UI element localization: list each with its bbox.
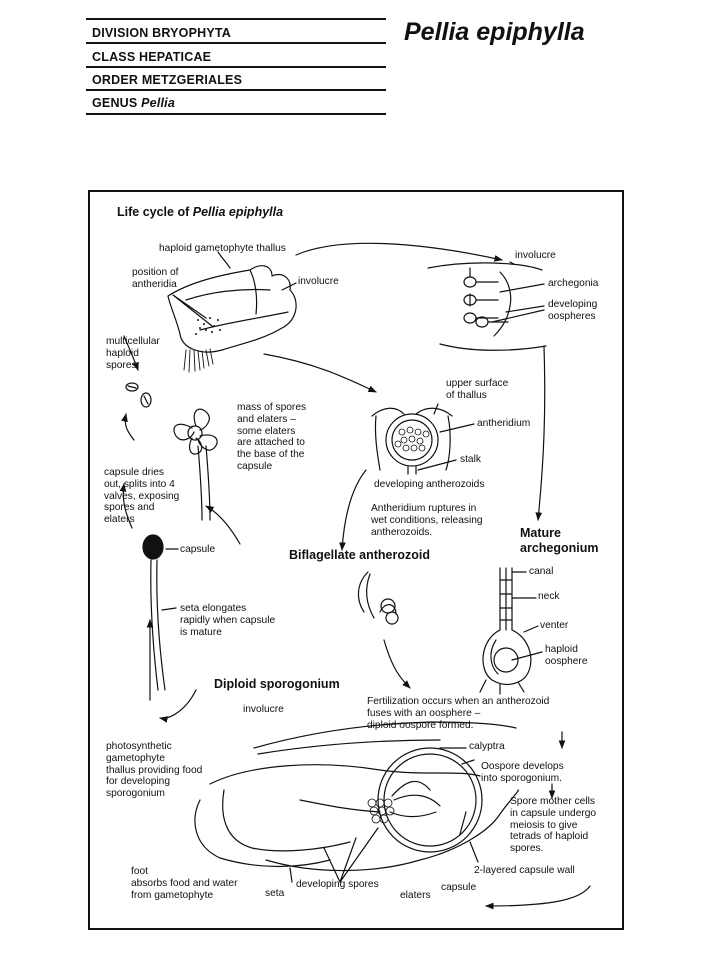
sporogonium-pointers	[289, 747, 479, 883]
label-elaters: elaters	[400, 890, 431, 901]
label-oospore-develops: Oospore develops into sporogonium.	[481, 761, 564, 784]
biflagellate-heading: Biflagellate antherozoid	[289, 548, 430, 562]
header-rule	[86, 113, 386, 115]
elater-fibres	[389, 780, 441, 818]
label-developing-antherozoids: developing antherozoids	[374, 479, 485, 490]
order-label: ORDER METZGERIALES	[92, 73, 243, 87]
label-haploid-thallus: haploid gametophyte thallus	[159, 243, 286, 254]
capsule-on-seta	[142, 534, 166, 691]
thallus-pointer	[217, 251, 231, 269]
header-rule	[86, 89, 386, 91]
archegonium-pointers	[511, 571, 543, 661]
mature-archegonium	[479, 567, 532, 695]
antheridia-pointer	[172, 294, 213, 327]
cycle-arrows	[119, 242, 591, 910]
spores	[125, 382, 152, 408]
label-venter: venter	[540, 620, 569, 631]
rhizoids	[183, 348, 214, 373]
label-seta: seta	[265, 888, 285, 899]
developing-spores-cluster	[367, 798, 395, 824]
label-position-antheridia: position of antheridia	[132, 267, 179, 290]
species-title: Pellia epiphylla	[404, 18, 585, 46]
antheridium-section	[371, 407, 453, 471]
antheridia-dots	[195, 317, 221, 335]
diploid-heading: Diploid sporogonium	[214, 677, 340, 691]
label-capsule-dries: capsule dries out, splits into 4 valves,…	[104, 467, 180, 526]
label-antheridium: antheridium	[477, 418, 531, 429]
label-canal: canal	[529, 566, 554, 577]
label-neck: neck	[538, 591, 560, 602]
mature-archegonium-heading: Mature archegonium	[520, 526, 599, 555]
antheridium-pointers	[417, 403, 475, 471]
class-label: CLASS HEPATICAE	[92, 50, 212, 64]
label-photosynthetic: photosynthetic gametophyte thallus provi…	[106, 741, 203, 800]
division-label: DIVISION BRYOPHYTA	[92, 26, 232, 40]
label-fertilization: Fertilization occurs when an antherozoid…	[367, 696, 550, 731]
header-rule	[86, 42, 386, 44]
header-rule	[86, 18, 386, 20]
label-involucre-bottom: involucre	[243, 704, 284, 715]
life-cycle-title: Life cycle of Pellia epiphylla	[117, 205, 284, 219]
label-upper-surface: upper surface of thallus	[446, 378, 509, 401]
label-involucre-top: involucre	[298, 276, 339, 287]
label-antheridium-ruptures: Antheridium ruptures in wet conditions, …	[371, 503, 483, 538]
label-capsule: capsule	[180, 544, 216, 555]
label-developing-oospheres: developing oospheres	[548, 299, 598, 322]
gametophyte-thallus	[167, 265, 297, 353]
label-developing-spores: developing spores	[296, 879, 379, 890]
dehisced-capsule	[173, 408, 218, 521]
archegonia-cluster	[427, 262, 547, 351]
label-seta-elongates: seta elongates rapidly when capsule is m…	[180, 603, 276, 638]
label-calyptra: calyptra	[469, 741, 505, 752]
label-involucre-right: involucre	[515, 250, 556, 261]
label-multicellular-spores: multicellular haploid spores	[106, 336, 160, 371]
label-stalk: stalk	[460, 454, 481, 465]
label-mass-spores: mass of spores and elaters – some elater…	[237, 402, 307, 472]
seta-pointer	[161, 607, 177, 611]
antherozoid	[357, 571, 399, 625]
diagram-frame	[88, 190, 624, 930]
label-capsule-wall: 2-layered capsule wall	[474, 865, 575, 876]
label-capsule-bottom: capsule	[441, 882, 477, 893]
antheridium-stalk	[407, 465, 417, 475]
involucre-pointer	[281, 282, 297, 291]
antheridium-cells	[394, 426, 430, 452]
label-haploid-oosphere: haploid oosphere	[545, 644, 588, 667]
header-rule	[86, 66, 386, 68]
label-archegonia: archegonia	[548, 278, 599, 289]
archegonia-pointers	[491, 261, 545, 323]
label-spore-mother: Spore mother cells in capsule undergo me…	[510, 796, 597, 855]
sporogonium	[194, 721, 519, 872]
label-foot: foot absorbs food and water from gametop…	[131, 866, 238, 901]
genus-label: GENUS Pellia	[92, 96, 175, 110]
